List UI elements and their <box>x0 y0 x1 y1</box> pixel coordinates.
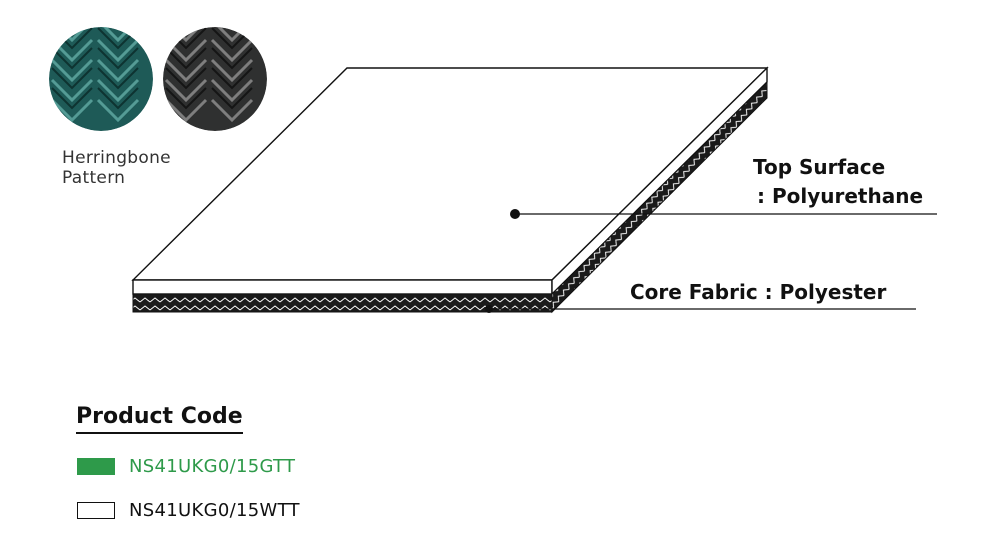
top-surface-label-line2: : Polyurethane <box>757 184 924 208</box>
white-color-box <box>77 502 115 519</box>
top-surface-leader <box>510 209 937 219</box>
swatch-caption-line2: Pattern <box>62 168 126 188</box>
swatch-caption-line1: Herringbone <box>62 148 171 168</box>
legend-item-green: NS41UKG0/15GTT <box>77 456 295 477</box>
belt-slab <box>131 66 769 314</box>
core-fabric-label: Core Fabric : Polyester <box>630 280 887 304</box>
top-layer-front-edge <box>132 279 553 295</box>
product-code-white: NS41UKG0/15WTT <box>129 500 300 521</box>
core-fabric-leader <box>485 305 916 313</box>
green-herringbone-swatch <box>49 27 153 131</box>
black-herringbone-swatch <box>163 27 267 131</box>
core-fabric-side-edge <box>551 80 768 314</box>
legend-item-white: NS41UKG0/15WTT <box>77 500 300 521</box>
top-surface-label-line1: Top Surface <box>753 155 886 179</box>
green-color-box <box>77 458 115 475</box>
swatch-caption: Herringbone Pattern <box>62 148 171 188</box>
product-code-green: NS41UKG0/15GTT <box>129 456 296 477</box>
product-code-title: Product Code <box>76 404 243 434</box>
